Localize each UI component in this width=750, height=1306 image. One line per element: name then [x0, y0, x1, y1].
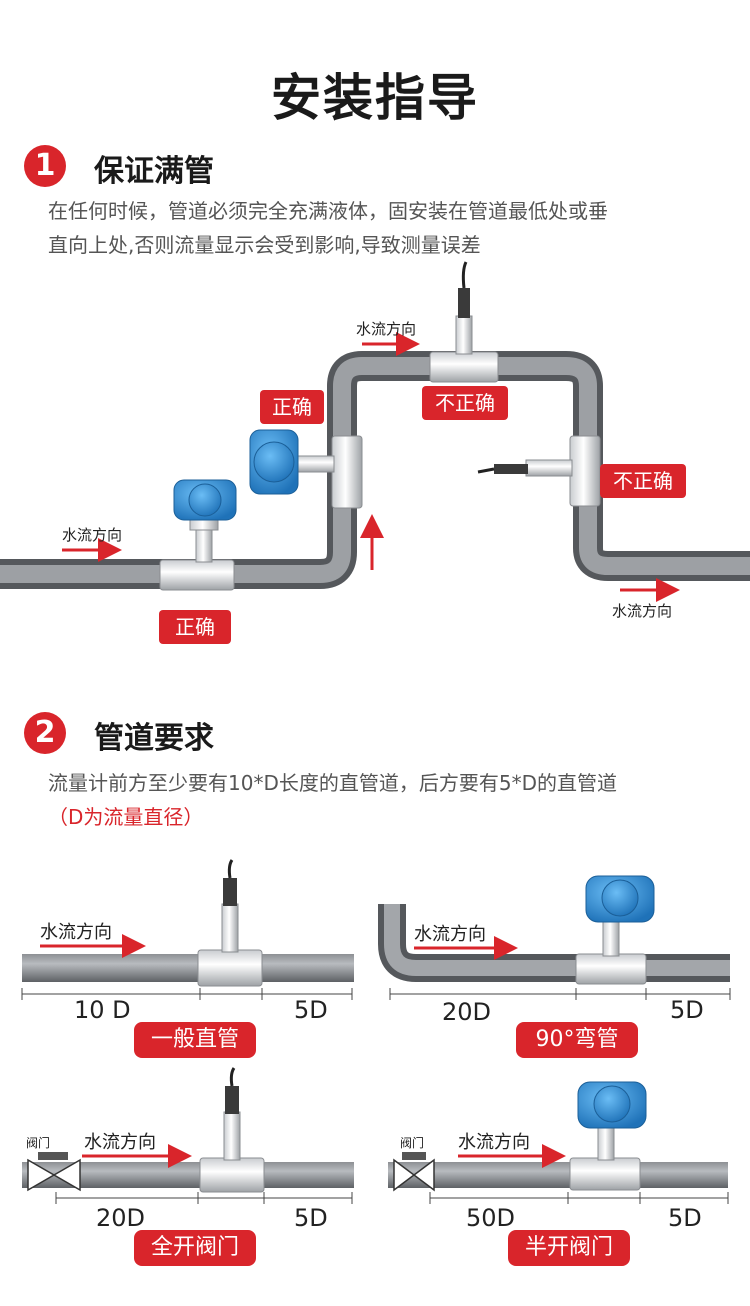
label-incorrect-side: 不正确: [600, 464, 686, 498]
case1-flow-label: 水流方向: [40, 922, 112, 943]
flowmeter-top-incorrect: [429, 261, 499, 383]
section2-heading: 管道要求: [94, 721, 214, 756]
case2-downstream-length: 5D: [670, 996, 704, 1024]
label-incorrect-top: 不正确: [422, 386, 508, 420]
case3-valve-label: 阀门: [26, 1136, 51, 1150]
case3-flow-label: 水流方向: [84, 1132, 156, 1153]
case3-downstream-length: 5D: [294, 1204, 328, 1232]
case2-upstream-length: 20D: [442, 998, 492, 1026]
case1-downstream-length: 5D: [294, 996, 328, 1024]
label-correct-bottom: 正确: [159, 610, 231, 644]
case-90-degree-bend: [378, 875, 731, 1000]
flow-direction-label-top: 水流方向: [356, 320, 417, 338]
case1-label: 一般直管: [134, 1022, 256, 1058]
case4-valve-label: 阀门: [400, 1136, 425, 1150]
case4-flow-label: 水流方向: [458, 1132, 530, 1153]
flow-direction-label-right: 水流方向: [612, 602, 673, 620]
section1-text-line2: 直向上处,否则流量显示会受到影响,导致测量误差: [48, 233, 481, 257]
case3-upstream-length: 20D: [96, 1204, 146, 1232]
section1-text-line1: 在任何时候，管道必须完全充满液体，固安装在管道最低处或垂: [48, 199, 608, 223]
section1-heading: 保证满管: [94, 154, 214, 189]
case-half-open-valve: [388, 1081, 729, 1204]
flow-arrows-section1: [62, 332, 680, 602]
flowmeter-side-incorrect: [477, 435, 601, 507]
case2-label: 90°弯管: [516, 1022, 638, 1058]
case4-upstream-length: 50D: [466, 1204, 516, 1232]
label-correct-vertical: 正确: [260, 390, 324, 424]
case4-downstream-length: 5D: [668, 1204, 702, 1232]
flowmeter-bottom-correct: [159, 479, 237, 591]
flow-direction-label-left: 水流方向: [62, 526, 123, 544]
page-title: 安装指导: [271, 69, 479, 127]
case4-label: 半开阀门: [508, 1230, 630, 1266]
section-number-2: 2: [24, 712, 66, 754]
case1-upstream-length: 10 D: [74, 996, 131, 1024]
case-straight-pipe: [21, 859, 354, 1000]
case-full-open-valve: [22, 1067, 354, 1204]
section-number-1: 1: [24, 145, 66, 187]
section2-text-line1: 流量计前方至少要有10*D长度的直管道，后方要有5*D的直管道: [48, 771, 617, 795]
case2-flow-label: 水流方向: [414, 924, 486, 945]
case3-label: 全开阀门: [134, 1230, 256, 1266]
flowmeter-vertical-correct: [249, 429, 363, 509]
section2-text-line2: （D为流量直径）: [48, 805, 204, 829]
